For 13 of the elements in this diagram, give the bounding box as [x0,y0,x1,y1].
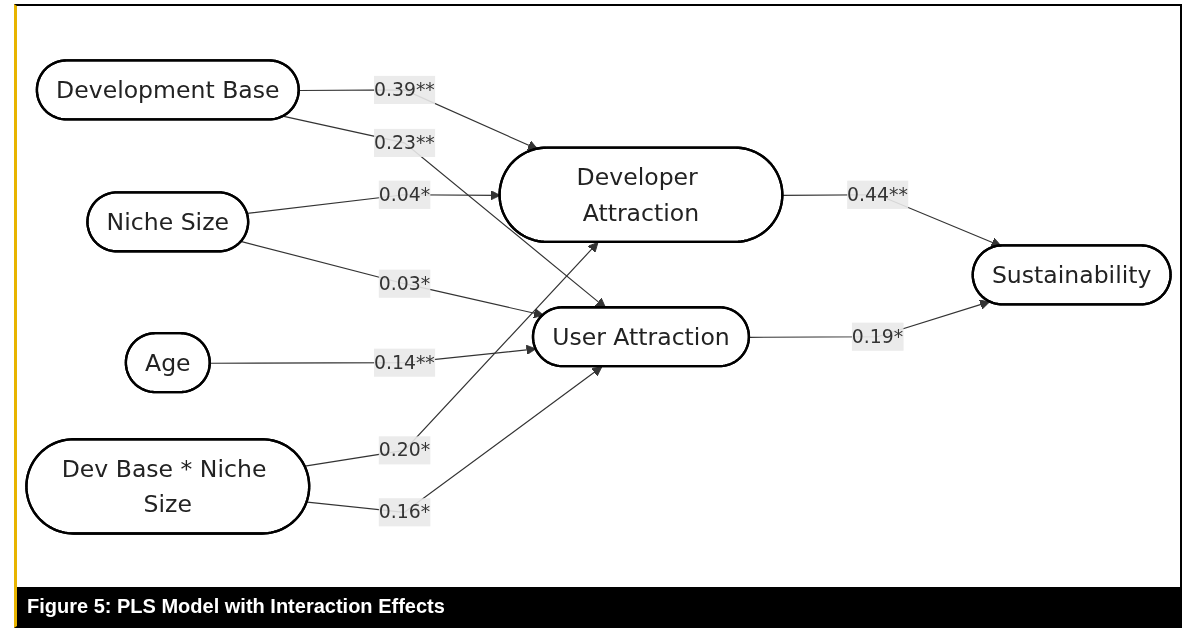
edge-label: 0.16* [378,500,431,523]
arrow [306,365,603,513]
edge-label: 0.20* [378,438,431,461]
edge-label: 0.39** [373,77,435,101]
edge-label: 0.44** [847,182,908,205]
edge-label: 0.14** [373,350,435,373]
arrow [241,240,544,318]
figure-caption: Figure 5: PLS Model with Interaction Effects [17,587,1180,626]
edge-label: 0.03* [378,271,431,294]
edge-label: 0.23** [373,130,435,154]
arrow [304,241,599,467]
edge-label: 0.04* [378,182,431,205]
edge-label: 0.19* [851,324,904,347]
